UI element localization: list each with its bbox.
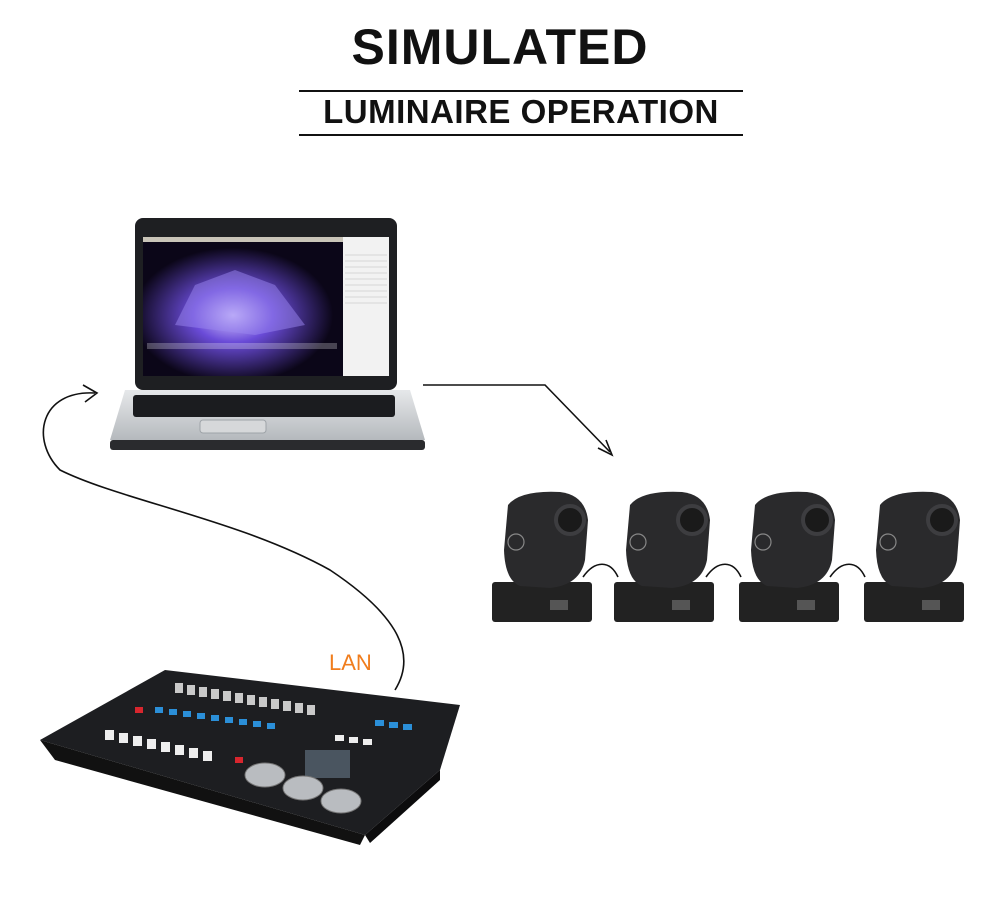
- moving-head-icon: [739, 491, 839, 622]
- subtitle: LUMINAIRE OPERATION: [323, 93, 719, 130]
- arrowhead-icon: [82, 384, 99, 403]
- moving-head-fixture-1: [490, 490, 600, 635]
- lighting-console-icon: [40, 670, 460, 845]
- moving-head-icon: [864, 491, 964, 622]
- moving-head-icon: [614, 491, 714, 622]
- daisy-chain-links: [582, 563, 866, 578]
- title: SIMULATED: [351, 19, 649, 75]
- laptop-icon: [110, 218, 425, 450]
- moving-head-fixture-4: [862, 490, 972, 635]
- lan-cable-line: [42, 392, 405, 691]
- moving-head-fixture-3: [737, 490, 847, 635]
- lan-label: LAN: [329, 650, 372, 675]
- subtitle-box: LUMINAIRE OPERATION: [299, 90, 743, 136]
- laptop-to-fixtures-line: [423, 384, 611, 453]
- arrowhead-icon: [597, 439, 614, 457]
- moving-head-icon: [492, 491, 592, 622]
- moving-head-fixture-2: [612, 490, 722, 635]
